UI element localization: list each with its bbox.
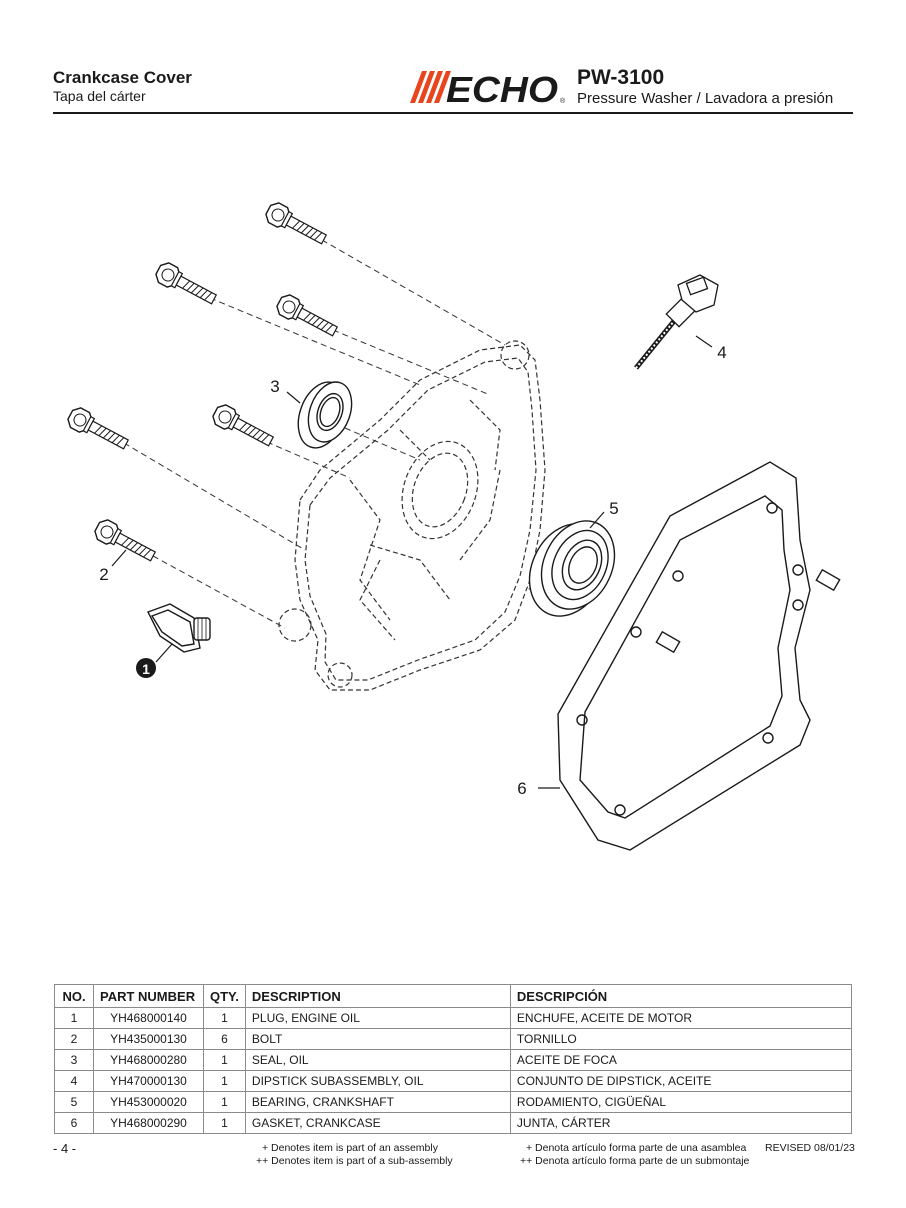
footnote-asamblea: + Denota artículo forma parte de una asa… <box>526 1142 747 1154</box>
callout-2: 2 <box>99 565 108 584</box>
part-number: YH470000130 <box>93 1070 204 1092</box>
page-title: Crankcase Cover <box>53 68 192 87</box>
part-qty: 1 <box>203 1049 246 1071</box>
page-header-left: Crankcase Cover Tapa del cárter <box>53 68 192 105</box>
table-row: 1 YH468000140 1 PLUG, ENGINE OIL ENCHUFE… <box>54 1007 853 1029</box>
callout-5: 5 <box>609 499 618 518</box>
part-number: YH468000140 <box>93 1007 204 1029</box>
page-header-right: PW-3100 Pressure Washer / Lavadora a pre… <box>577 66 833 108</box>
part-no: 1 <box>54 1007 94 1029</box>
part-number: YH468000280 <box>93 1049 204 1071</box>
engine-oil-plug <box>147 603 211 653</box>
svg-text:®: ® <box>560 97 566 105</box>
page-title-spanish: Tapa del cárter <box>53 88 146 104</box>
part-no: 3 <box>54 1049 94 1071</box>
echo-logo: ECHO ® <box>410 69 566 105</box>
brand-name: ECHO <box>446 69 558 105</box>
model-number: PW-3100 <box>577 66 665 89</box>
part-no: 4 <box>54 1070 94 1092</box>
part-descripcion: JUNTA, CÁRTER <box>509 1112 853 1134</box>
column-header-descripcion: DESCRIPCIÓN <box>509 984 853 1008</box>
revision-date: REVISED 08/01/23 <box>765 1142 855 1154</box>
footnote-subassembly: ++ Denotes item is part of a sub-assembl… <box>256 1155 453 1167</box>
part-number: YH453000020 <box>93 1091 204 1113</box>
part-qty: 1 <box>203 1007 246 1029</box>
part-qty: 6 <box>203 1028 246 1050</box>
callout-6: 6 <box>517 779 526 798</box>
table-row: 6 YH468000290 1 GASKET, CRANKCASE JUNTA,… <box>54 1112 853 1134</box>
part-descripcion: RODAMIENTO, CIGÜEÑAL <box>509 1091 853 1113</box>
part-descripcion: TORNILLO <box>509 1028 853 1050</box>
column-header-part-number: PART NUMBER <box>93 984 204 1008</box>
part-qty: 1 <box>203 1091 246 1113</box>
part-number: YH468000290 <box>93 1112 204 1134</box>
table-row: 3 YH468000280 1 SEAL, OIL ACEITE DE FOCA <box>54 1049 853 1071</box>
part-description: PLUG, ENGINE OIL <box>244 1007 511 1029</box>
column-header-qty: QTY. <box>203 984 246 1008</box>
table-row: 2 YH435000130 6 BOLT TORNILLO <box>54 1028 853 1050</box>
callout-4: 4 <box>717 343 726 362</box>
part-description: BOLT <box>244 1028 511 1050</box>
page-number: - 4 - <box>53 1141 77 1156</box>
part-no: 2 <box>54 1028 94 1050</box>
part-qty: 1 <box>203 1112 246 1134</box>
callout-1-marker <box>136 658 156 678</box>
oil-seal <box>297 381 353 449</box>
table-header-row: NO. PART NUMBER QTY. DESCRIPTION DESCRIP… <box>54 984 853 1008</box>
product-subtitle: Pressure Washer / Lavadora a presión <box>577 90 834 107</box>
column-header-description: DESCRIPTION <box>244 984 511 1008</box>
part-no: 5 <box>54 1091 94 1113</box>
footnote-assembly: + Denotes item is part of an assembly <box>262 1142 438 1154</box>
crankshaft-bearing <box>528 520 616 617</box>
footnotes-spanish: + Denota artículo forma parte de una asa… <box>520 1142 749 1168</box>
part-descripcion: ENCHUFE, ACEITE DE MOTOR <box>509 1007 853 1029</box>
part-number: YH435000130 <box>93 1028 204 1050</box>
callout-3: 3 <box>270 377 279 396</box>
parts-table: NO. PART NUMBER QTY. DESCRIPTION DESCRIP… <box>54 984 853 1134</box>
oil-dipstick <box>634 274 719 370</box>
part-description: SEAL, OIL <box>244 1049 511 1071</box>
part-description: BEARING, CRANKSHAFT <box>244 1091 511 1113</box>
part-descripcion: CONJUNTO DE DIPSTICK, ACEITE <box>509 1070 853 1092</box>
column-header-no: NO. <box>54 984 94 1008</box>
exploded-parts-diagram: 1 2 3 4 5 6 <box>64 199 841 851</box>
table-row: 4 YH470000130 1 DIPSTICK SUBASSEMBLY, OI… <box>54 1070 853 1092</box>
crankcase-gasket <box>557 461 841 851</box>
footnotes-english: + Denotes item is part of an assembly ++… <box>256 1142 453 1168</box>
callout-1: 1 <box>142 661 150 677</box>
part-no: 6 <box>54 1112 94 1134</box>
footnote-submontaje: ++ Denota artículo forma parte de un sub… <box>520 1155 750 1167</box>
part-qty: 1 <box>203 1070 246 1092</box>
header-divider <box>53 112 853 114</box>
part-description: GASKET, CRANKCASE <box>244 1112 511 1134</box>
part-description: DIPSTICK SUBASSEMBLY, OIL <box>244 1070 511 1092</box>
table-row: 5 YH453000020 1 BEARING, CRANKSHAFT RODA… <box>54 1091 853 1113</box>
part-descripcion: ACEITE DE FOCA <box>509 1049 853 1071</box>
